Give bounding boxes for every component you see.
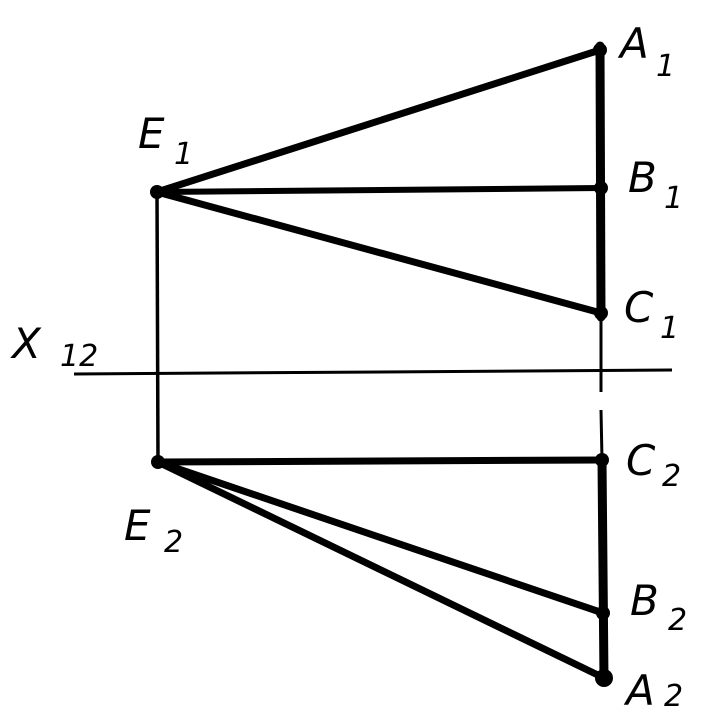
label-e1: E 1 (138, 109, 193, 172)
label-b1: B 1 (628, 153, 683, 216)
label-b2: B 2 (630, 576, 687, 638)
label-a1: A 1 (617, 19, 675, 84)
e-link-line (155, 191, 160, 463)
svg-text:12: 12 (60, 339, 98, 374)
point-e2-dot (151, 455, 165, 469)
svg-text:1: 1 (656, 49, 675, 84)
label-e2: E 2 (124, 501, 183, 560)
label-c2: C 2 (626, 436, 681, 494)
svg-text:2: 2 (668, 603, 687, 638)
svg-text:C: C (626, 436, 656, 485)
svg-text:A: A (623, 666, 655, 715)
svg-text:E: E (124, 501, 151, 550)
lower-link-line (599, 409, 604, 461)
svg-text:2: 2 (664, 679, 683, 714)
point-c1-dot (594, 306, 608, 320)
svg-text:2: 2 (662, 459, 681, 494)
segment-e1-b1 (154, 185, 604, 195)
point-b1-dot (594, 181, 608, 195)
svg-text:B: B (630, 576, 659, 625)
svg-text:2: 2 (164, 525, 183, 560)
svg-text:C: C (624, 283, 654, 332)
lower-vertical-line (597, 455, 609, 685)
svg-text:X: X (10, 319, 42, 368)
label-axis-x12: X 12 (10, 319, 98, 374)
label-a2: A 2 (623, 666, 683, 715)
svg-text:1: 1 (664, 181, 683, 216)
segment-e2-a2 (154, 458, 608, 682)
point-b2-dot (596, 606, 610, 620)
segment-e2-c2 (154, 456, 606, 466)
svg-text:E: E (138, 109, 165, 158)
svg-text:1: 1 (660, 311, 679, 346)
svg-text:A: A (617, 19, 649, 68)
segment-e1-a1 (153, 46, 604, 196)
point-a1-dot (593, 43, 607, 57)
axis-x12-line (73, 368, 673, 376)
segment-e2-b2 (154, 458, 607, 617)
svg-text:1: 1 (174, 137, 193, 172)
label-c1: C 1 (624, 283, 679, 346)
segment-e1-c1 (153, 188, 605, 317)
point-e1-dot (150, 185, 164, 199)
svg-text:B: B (628, 153, 657, 202)
point-c2-dot (595, 453, 609, 467)
point-a2-dot (595, 669, 613, 687)
